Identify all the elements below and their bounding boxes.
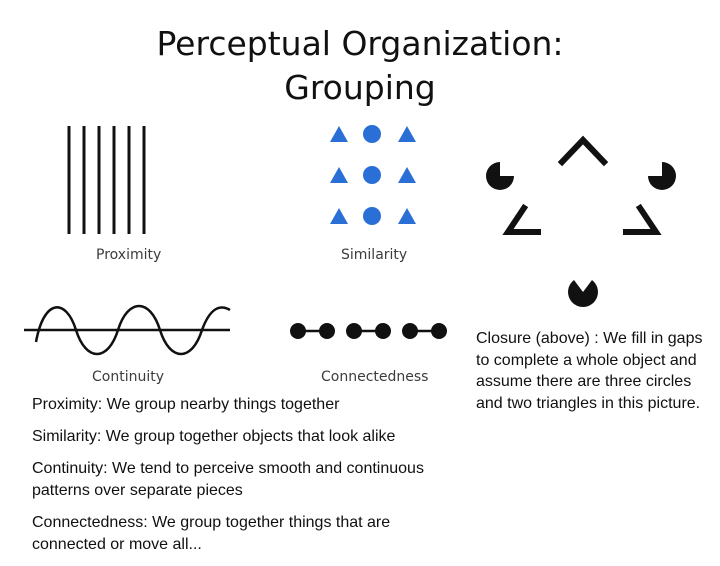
pacman-circle	[486, 162, 514, 190]
similarity-figure	[330, 125, 416, 225]
connected-dot	[402, 323, 418, 339]
bullet-connectedness: Connectedness: We group together things …	[32, 514, 391, 553]
proximity-figure	[67, 126, 146, 234]
continuity-figure	[24, 304, 231, 356]
connectedness-caption: Connectedness	[321, 369, 429, 385]
triangle-shape	[330, 208, 348, 224]
connected-dot	[431, 323, 447, 339]
triangle-edge	[557, 135, 609, 167]
pacman-circle	[568, 280, 598, 307]
triangle-shape	[330, 167, 348, 183]
closure-figure	[486, 135, 676, 307]
circle-shape	[363, 207, 381, 225]
slide-title: Perceptual Organization: Grouping	[0, 22, 720, 110]
connected-dot	[290, 323, 306, 339]
circle-shape	[363, 166, 381, 184]
proximity-caption: Proximity	[96, 247, 162, 263]
title-line-1: Perceptual Organization:	[156, 24, 564, 63]
bullet-continuity: Continuity: We tend to perceive smooth a…	[32, 460, 424, 499]
bullet-similarity: Similarity: We group together objects th…	[32, 428, 396, 445]
triangle-edge	[502, 203, 541, 235]
triangle-shape	[330, 126, 348, 142]
continuity-caption: Continuity	[92, 369, 165, 385]
connected-dot	[375, 323, 391, 339]
triangle-shape	[398, 126, 416, 142]
bullet-proximity: Proximity: We group nearby things togeth…	[32, 396, 340, 413]
similarity-caption: Similarity	[341, 247, 408, 263]
title-line-2: Grouping	[284, 68, 436, 107]
circle-shape	[363, 125, 381, 143]
triangle-edge	[623, 203, 662, 235]
closure-description: Closure (above) : We fill in gaps to com…	[476, 330, 703, 412]
triangle-shape	[398, 167, 416, 183]
connected-dot	[319, 323, 335, 339]
connectedness-figure	[290, 323, 447, 339]
continuity-wave	[34, 304, 231, 356]
triangle-shape	[398, 208, 416, 224]
connected-dot	[346, 323, 362, 339]
bullet-list: Proximity: We group nearby things togeth…	[32, 394, 452, 566]
pacman-circle	[648, 162, 676, 190]
